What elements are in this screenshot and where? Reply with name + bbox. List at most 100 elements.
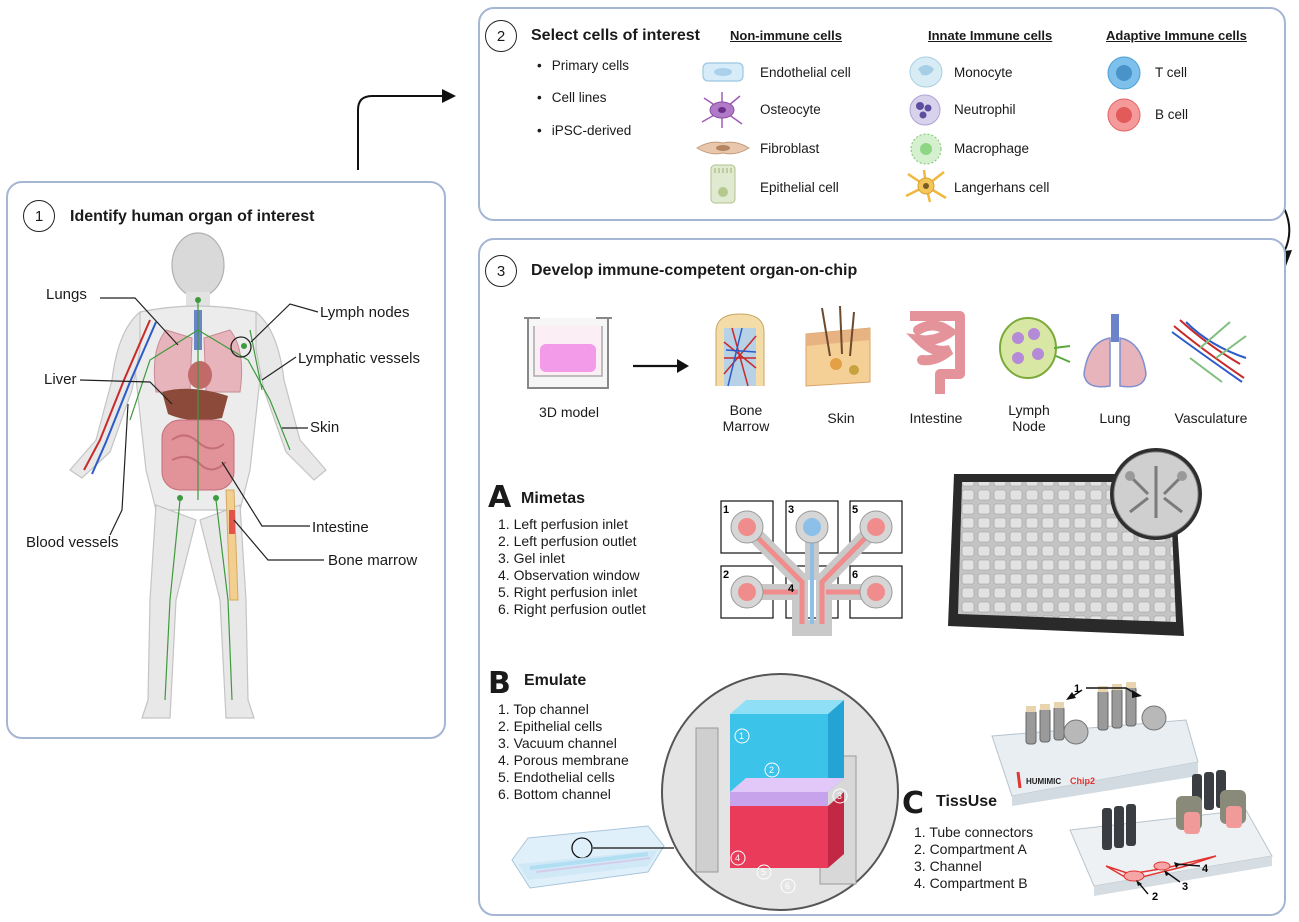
langerhans-cell-icon [905, 169, 947, 203]
intestine-icon [906, 311, 965, 394]
mimetas-item: 4. Observation window [498, 567, 640, 583]
emulate-item: 5. Endothelial cells [498, 769, 615, 785]
chip-label: 6 [852, 569, 858, 581]
label-intestine: Intestine [312, 519, 369, 536]
label-lung-organ: Lung [1099, 410, 1131, 426]
emulate-item: 3. Vacuum channel [498, 735, 617, 751]
mimetas-item: 6. Right perfusion outlet [498, 601, 646, 617]
mimetas-item: 1. Left perfusion inlet [498, 516, 628, 532]
label-vasculature-organ: Vasculature [1174, 410, 1248, 426]
tissuse-title: TissUse [936, 793, 998, 810]
step-2-badge: 2 [485, 20, 517, 52]
label-liver: Liver [44, 371, 77, 388]
panel1-title: Identify human organ of interest [70, 208, 315, 225]
emulate-cross-section: 1 2 3 4 5 6 [661, 673, 899, 911]
callout: 5 [761, 867, 766, 877]
callout: 4 [1202, 863, 1209, 875]
mimetas-item: 2. Left perfusion outlet [498, 533, 637, 549]
transwell-3d-model-icon [524, 317, 612, 389]
chip-label: 2 [723, 569, 729, 581]
emulate-title: Emulate [524, 672, 587, 689]
lung-icon [1083, 314, 1147, 388]
step-1-badge: 1 [23, 200, 55, 232]
macrophage-icon [910, 133, 942, 165]
label-bone-marrow-line2: Marrow [722, 418, 770, 434]
label-macrophage: Macrophage [954, 141, 1030, 156]
label-lymph-node-line2: Node [1012, 418, 1046, 434]
label-intestine-organ: Intestine [909, 410, 963, 426]
tissuse-item: 4. Compartment B [914, 875, 1028, 891]
b-cell-icon [1107, 98, 1141, 132]
panel-cells [478, 7, 1286, 221]
tissuse-item: 3. Channel [914, 858, 982, 874]
label-skin-organ: Skin [827, 410, 855, 426]
endothelial-cell-icon [702, 62, 744, 82]
vasculature-icon [1171, 319, 1247, 383]
label-endothelial: Endothelial cell [760, 65, 851, 80]
heading-non-immune: Non-immune cells [730, 28, 842, 43]
tissuse-brand-suffix: Chip2 [1070, 776, 1095, 786]
emulate-item: 2. Epithelial cells [498, 718, 603, 734]
label-fibroblast: Fibroblast [760, 141, 820, 156]
skin-icon [805, 305, 871, 387]
tissuse-item: 1. Tube connectors [914, 824, 1034, 840]
mimetas-list: 1. Left perfusion inlet 2. Left perfusio… [498, 516, 646, 618]
label-skin: Skin [310, 419, 340, 436]
mimetas-item: 5. Right perfusion inlet [498, 584, 638, 600]
mimetas-item: 3. Gel inlet [498, 550, 565, 566]
label-blood-vessels: Blood vessels [26, 534, 119, 551]
emulate-item: 4. Porous membrane [498, 752, 629, 768]
source-cell-lines: Cell lines [537, 90, 607, 105]
source-primary: Primary cells [537, 58, 629, 73]
bone-marrow-icon [715, 313, 765, 387]
callout: 2 [1152, 891, 1158, 903]
tissuse-item: 2. Compartment A [914, 841, 1027, 857]
chip-label: 4 [788, 583, 795, 595]
tissuse-chip-schematic: 2 3 4 [1069, 770, 1273, 903]
section-a-letter: A [488, 480, 512, 515]
label-neutrophil: Neutrophil [954, 102, 1016, 117]
emulate-list: 1. Top channel 2. Epithelial cells 3. Va… [498, 701, 629, 803]
emulate-item: 1. Top channel [498, 701, 589, 717]
callout: 2 [769, 765, 774, 775]
callout: 6 [785, 881, 790, 891]
emulate-chip-photo [511, 825, 665, 889]
label-bone-marrow-line1: Bone [729, 402, 763, 418]
heading-adaptive: Adaptive Immune cells [1106, 28, 1247, 43]
panel3-title: Develop immune-competent organ-on-chip [531, 262, 858, 279]
callout: 3 [1182, 881, 1188, 893]
mimetas-plate-photo [948, 448, 1202, 636]
fibroblast-icon [696, 141, 750, 155]
tissuse-chip-photo-top: HUMIMIC Chip2 [991, 682, 1199, 806]
model-to-organs-arrow [633, 359, 689, 373]
chip-label: 5 [852, 504, 858, 516]
monocyte-icon [909, 56, 943, 88]
t-cell-icon [1107, 56, 1141, 90]
label-lungs: Lungs [46, 286, 87, 303]
label-b-cell: B cell [1155, 107, 1189, 122]
label-3d-model: 3D model [539, 404, 599, 420]
label-lymph-node-line1: Lymph [1008, 402, 1050, 418]
label-bone-marrow: Bone marrow [328, 552, 418, 569]
epithelial-cell-icon [710, 164, 736, 204]
tissuse-brand-prefix: HUMIMIC [1026, 777, 1061, 786]
tissuse-callout-1: 1 [1066, 683, 1142, 700]
section-c-letter: C [902, 786, 925, 821]
tissuse-list: 1. Tube connectors 2. Compartment A 3. C… [914, 824, 1033, 892]
step-3-badge: 3 [485, 255, 517, 287]
label-epithelial: Epithelial cell [760, 180, 839, 195]
callout: 1 [739, 731, 744, 741]
label-osteocyte: Osteocyte [760, 102, 821, 117]
callout: 4 [735, 853, 740, 863]
section-b-letter: B [488, 666, 511, 701]
source-ipsc: iPSC-derived [537, 123, 632, 138]
panel2-title: Select cells of interest [531, 27, 700, 44]
lymph-node-icon [999, 317, 1071, 379]
osteocyte-icon [701, 92, 743, 128]
heading-innate: Innate Immune cells [928, 28, 1053, 43]
label-lymphatic-vessels: Lymphatic vessels [298, 350, 420, 367]
mimetas-chip-schematic: 1 3 5 2 4 6 [720, 500, 903, 636]
